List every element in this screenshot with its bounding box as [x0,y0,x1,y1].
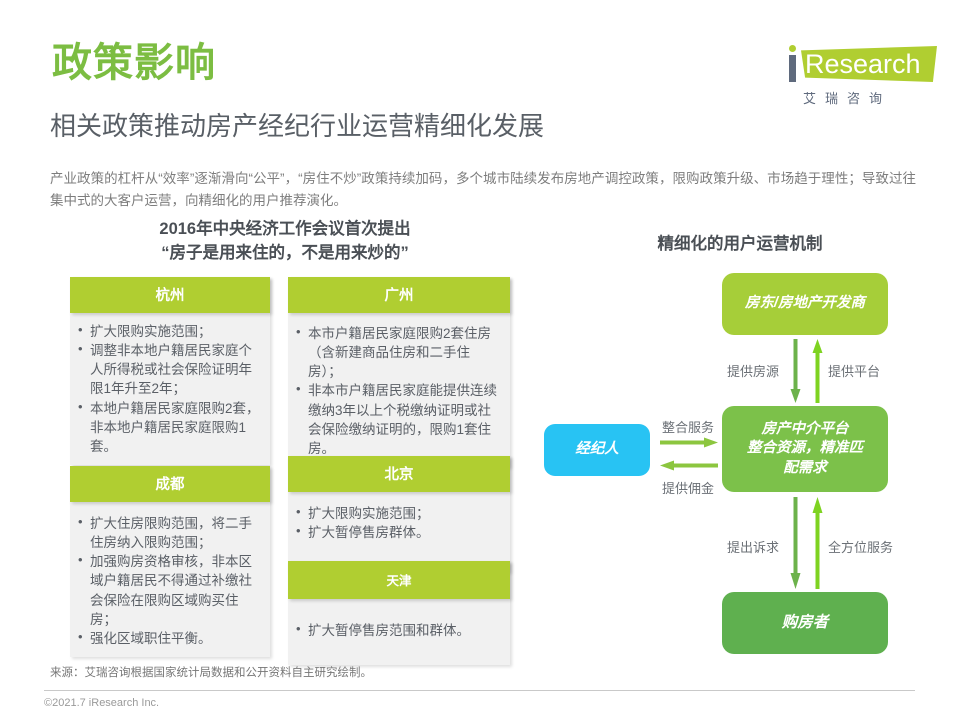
arrow-label-integrate-service: 整合服务 [662,420,715,435]
card-header-city: 天津 [288,561,510,599]
policy-card-beijing: 北京 扩大限购实施范围； 扩大暂停售房群体。 [288,456,510,573]
arrow-label-raise-demand: 提出诉求 [727,540,780,555]
policy-list: 扩大暂停售房范围和群体。 [296,620,500,640]
list-item: 扩大限购实施范围； [78,321,260,341]
card-body: 扩大限购实施范围； 扩大暂停售房群体。 [288,492,510,572]
policy-list: 扩大住房限购范围，将二手住房纳入限购范围； 加强购房资格审核，非本区域户籍居民不… [78,513,260,648]
list-item: 扩大住房限购范围，将二手住房纳入限购范围； [78,513,260,552]
arrow-down-raise-demand-icon [790,497,801,589]
arrow-left-provide-commission-icon [660,460,718,471]
node-label-line-2: 整合资源，精准匹 [747,440,863,457]
diagram-node-platform: 房产中介平台 整合资源，精准匹 配需求 [722,406,888,492]
card-body: 扩大住房限购范围，将二手住房纳入限购范围； 加强购房资格审核，非本区域户籍居民不… [70,502,270,657]
copyright-notice: ©2021.7 iResearch Inc. [44,697,160,709]
policy-list: 扩大限购实施范围； 扩大暂停售房群体。 [296,503,500,542]
arrow-down-provide-listing-icon [790,339,801,403]
arrow-up-provide-platform-icon [812,339,823,403]
policy-card-chengdu: 成都 扩大住房限购范围，将二手住房纳入限购范围； 加强购房资格审核，非本区域户籍… [70,466,270,658]
arrow-right-integrate-service-icon [660,437,718,448]
list-item: 调整非本地户籍居民家庭个人所得税或社会保险证明年限1年升至2年； [78,340,260,398]
card-header-city: 成都 [70,466,270,502]
card-body: 扩大暂停售房范围和群体。 [288,599,510,665]
logo-banner-shape [801,46,937,82]
node-label: 房东/房地产开发商 [744,295,866,312]
logo-mark: Research [779,44,937,86]
list-item: 强化区域职住平衡。 [78,628,260,648]
list-item: 加强购房资格审核，非本区域户籍居民不得通过补缴社会保险在限购区域购买住房； [78,551,260,629]
policy-list: 扩大限购实施范围； 调整非本地户籍居民家庭个人所得税或社会保险证明年限1年升至2… [78,321,260,456]
logo-i-dot-icon [789,45,796,52]
card-body: 本市户籍居民家庭限购2套住房（含新建商品住房和二手住房）； 非本市户籍居民家庭能… [288,313,510,467]
arrow-label-provide-platform: 提供平台 [828,364,881,379]
page-title: 政策影响 [52,41,216,85]
policy-card-hangzhou: 杭州 扩大限购实施范围； 调整非本地户籍居民家庭个人所得税或社会保险证明年限1年… [70,277,270,466]
policy-card-tianjin: 天津 扩大暂停售房范围和群体。 [288,561,510,666]
arrow-label-provide-listing: 提供房源 [727,364,780,379]
diagram-node-agent: 经纪人 [544,424,650,476]
diagram-node-buyer: 购房者 [722,592,888,654]
node-label: 购房者 [781,613,829,631]
list-item: 扩大暂停售房范围和群体。 [296,620,500,640]
diagram-title: 精细化的用户运营机制 [657,235,823,253]
iresearch-logo: Research 艾瑞咨询 [779,44,937,106]
list-item: 本地户籍居民家庭限购2套，非本地户籍居民家庭限购1套。 [78,398,260,456]
diagram-node-landlord: 房东/房地产开发商 [722,273,888,335]
logo-chinese-name: 艾瑞咨询 [803,91,892,106]
list-item: 非本市户籍居民家庭能提供连续缴纳3年以上个税缴纳证明或社会保险缴纳证明的，限购1… [296,380,500,458]
list-item: 扩大暂停售房群体。 [296,522,500,542]
policy-list: 本市户籍居民家庭限购2套住房（含新建商品住房和二手住房）； 非本市户籍居民家庭能… [296,323,500,458]
list-item: 本市户籍居民家庭限购2套住房（含新建商品住房和二手住房）； [296,323,500,381]
logo-i-stem-icon [789,55,796,82]
node-label-line-1: 房产中介平台 [761,420,849,437]
left-heading-line-2: “房子是用来住的，不是用来炒的” [161,243,409,262]
logo-wordmark: Research [805,49,921,79]
arrow-label-provide-commission: 提供佣金 [662,481,715,496]
page-subtitle: 相关政策推动房产经纪行业运营精细化发展 [50,111,545,141]
left-section-heading: 2016年中央经济工作会议首次提出 “房子是用来住的，不是用来炒的” [60,218,510,266]
list-item: 扩大限购实施范围； [296,503,500,523]
card-header-city: 广州 [288,277,510,313]
card-header-city: 北京 [288,456,510,492]
source-note: 来源：艾瑞咨询根据国家统计局数据和公开资料自主研究绘制。 [50,667,372,679]
node-label-line-3: 配需求 [783,459,827,476]
intro-paragraph: 产业政策的杠杆从“效率”逐渐滑向“公平”，“房住不炒”政策持续加码，多个城市陆续… [50,171,916,209]
footer-divider [44,690,915,691]
node-label: 经纪人 [575,441,619,458]
arrow-up-full-service-icon [812,497,823,589]
arrow-label-full-service: 全方位服务 [828,540,894,555]
card-header-city: 杭州 [70,277,270,313]
left-heading-line-1: 2016年中央经济工作会议首次提出 [159,220,411,238]
policy-card-guangzhou: 广州 本市户籍居民家庭限购2套住房（含新建商品住房和二手住房）； 非本市户籍居民… [288,277,510,468]
card-body: 扩大限购实施范围； 调整非本地户籍居民家庭个人所得税或社会保险证明年限1年升至2… [70,313,270,465]
